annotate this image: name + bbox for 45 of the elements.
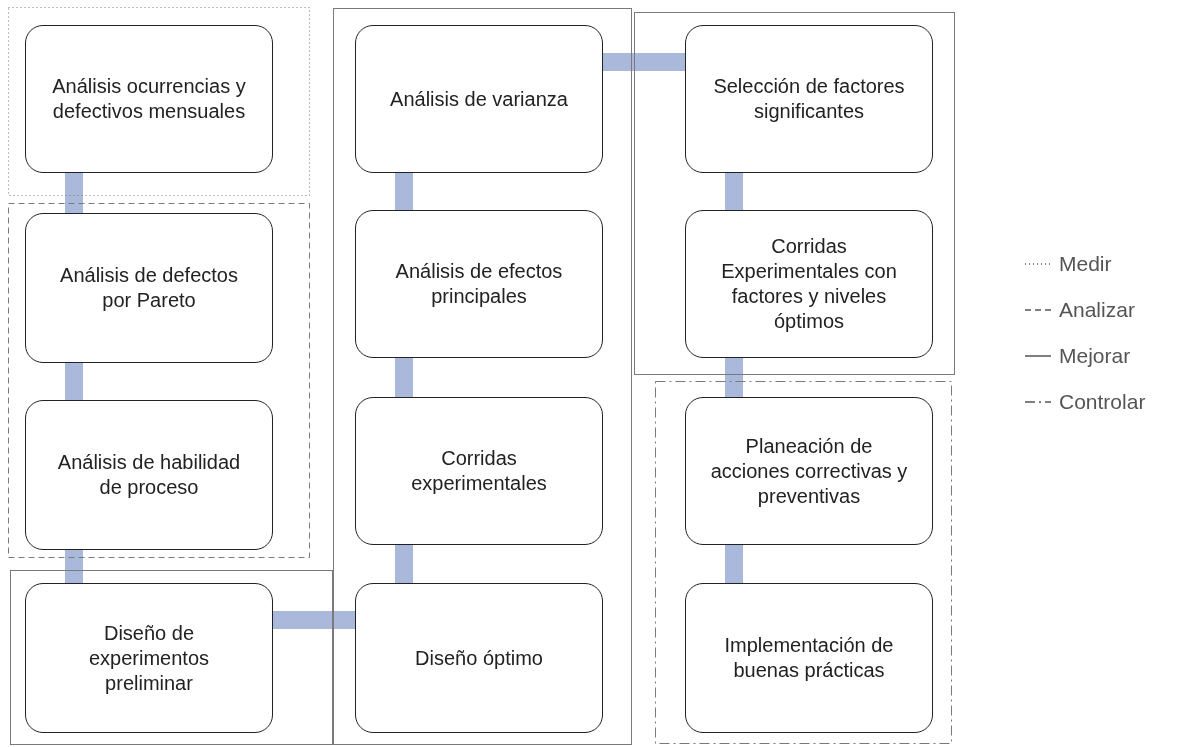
box-label: Implementación de buenas prácticas <box>723 633 895 683</box>
connector-bar <box>603 53 685 71</box>
box-label: Diseño óptimo <box>415 645 543 671</box>
process-box <box>685 583 933 733</box>
connector-bar <box>725 173 743 210</box>
process-box <box>685 210 933 358</box>
connector-bar <box>65 363 83 400</box>
connector-bar <box>395 358 413 397</box>
box-label: Corridas Experimentales con factores y niveles óptimos <box>720 234 898 334</box>
group-frame <box>8 203 310 558</box>
legend-label: Medir <box>1059 251 1112 277</box>
process-box <box>355 25 603 173</box>
process-box <box>25 583 273 733</box>
box-label: Planeación de acciones correctivas y preventivas <box>710 433 908 509</box>
box-label: Selección de factores significantes <box>712 74 906 124</box>
process-box <box>355 210 603 358</box>
connector-bar <box>725 545 743 583</box>
group-frame <box>10 570 333 745</box>
process-box <box>25 213 273 363</box>
group-frame <box>333 8 632 745</box>
group-frame <box>8 7 310 196</box>
box-label: Análisis de varianza <box>390 86 568 112</box>
connector-bar <box>395 545 413 583</box>
process-box <box>355 583 603 733</box>
box-label: Análisis de defectos por Pareto <box>59 263 239 313</box>
process-box <box>25 400 273 550</box>
box-label: Análisis ocurrencias y defectivos mensuales <box>51 74 247 124</box>
connector-bar <box>725 358 743 397</box>
connector-bar <box>65 173 83 213</box>
connector-bar <box>395 173 413 210</box>
connector-bar <box>65 550 83 583</box>
process-box <box>355 397 603 545</box>
box-label: Análisis de efectos principales <box>394 259 564 309</box>
connector-bar <box>273 611 355 629</box>
box-label: Análisis de habilidad de proceso <box>56 450 242 500</box>
legend-label: Controlar <box>1059 389 1146 415</box>
box-label: Diseño de experimentos preliminar <box>87 620 211 696</box>
group-frame <box>634 12 955 375</box>
process-box <box>25 25 273 173</box>
process-box <box>685 397 933 545</box>
process-box <box>685 25 933 173</box>
box-label: Corridas experimentales <box>410 446 548 496</box>
legend-label: Analizar <box>1059 297 1135 323</box>
legend-label: Mejorar <box>1059 343 1131 369</box>
group-frame <box>655 381 952 744</box>
